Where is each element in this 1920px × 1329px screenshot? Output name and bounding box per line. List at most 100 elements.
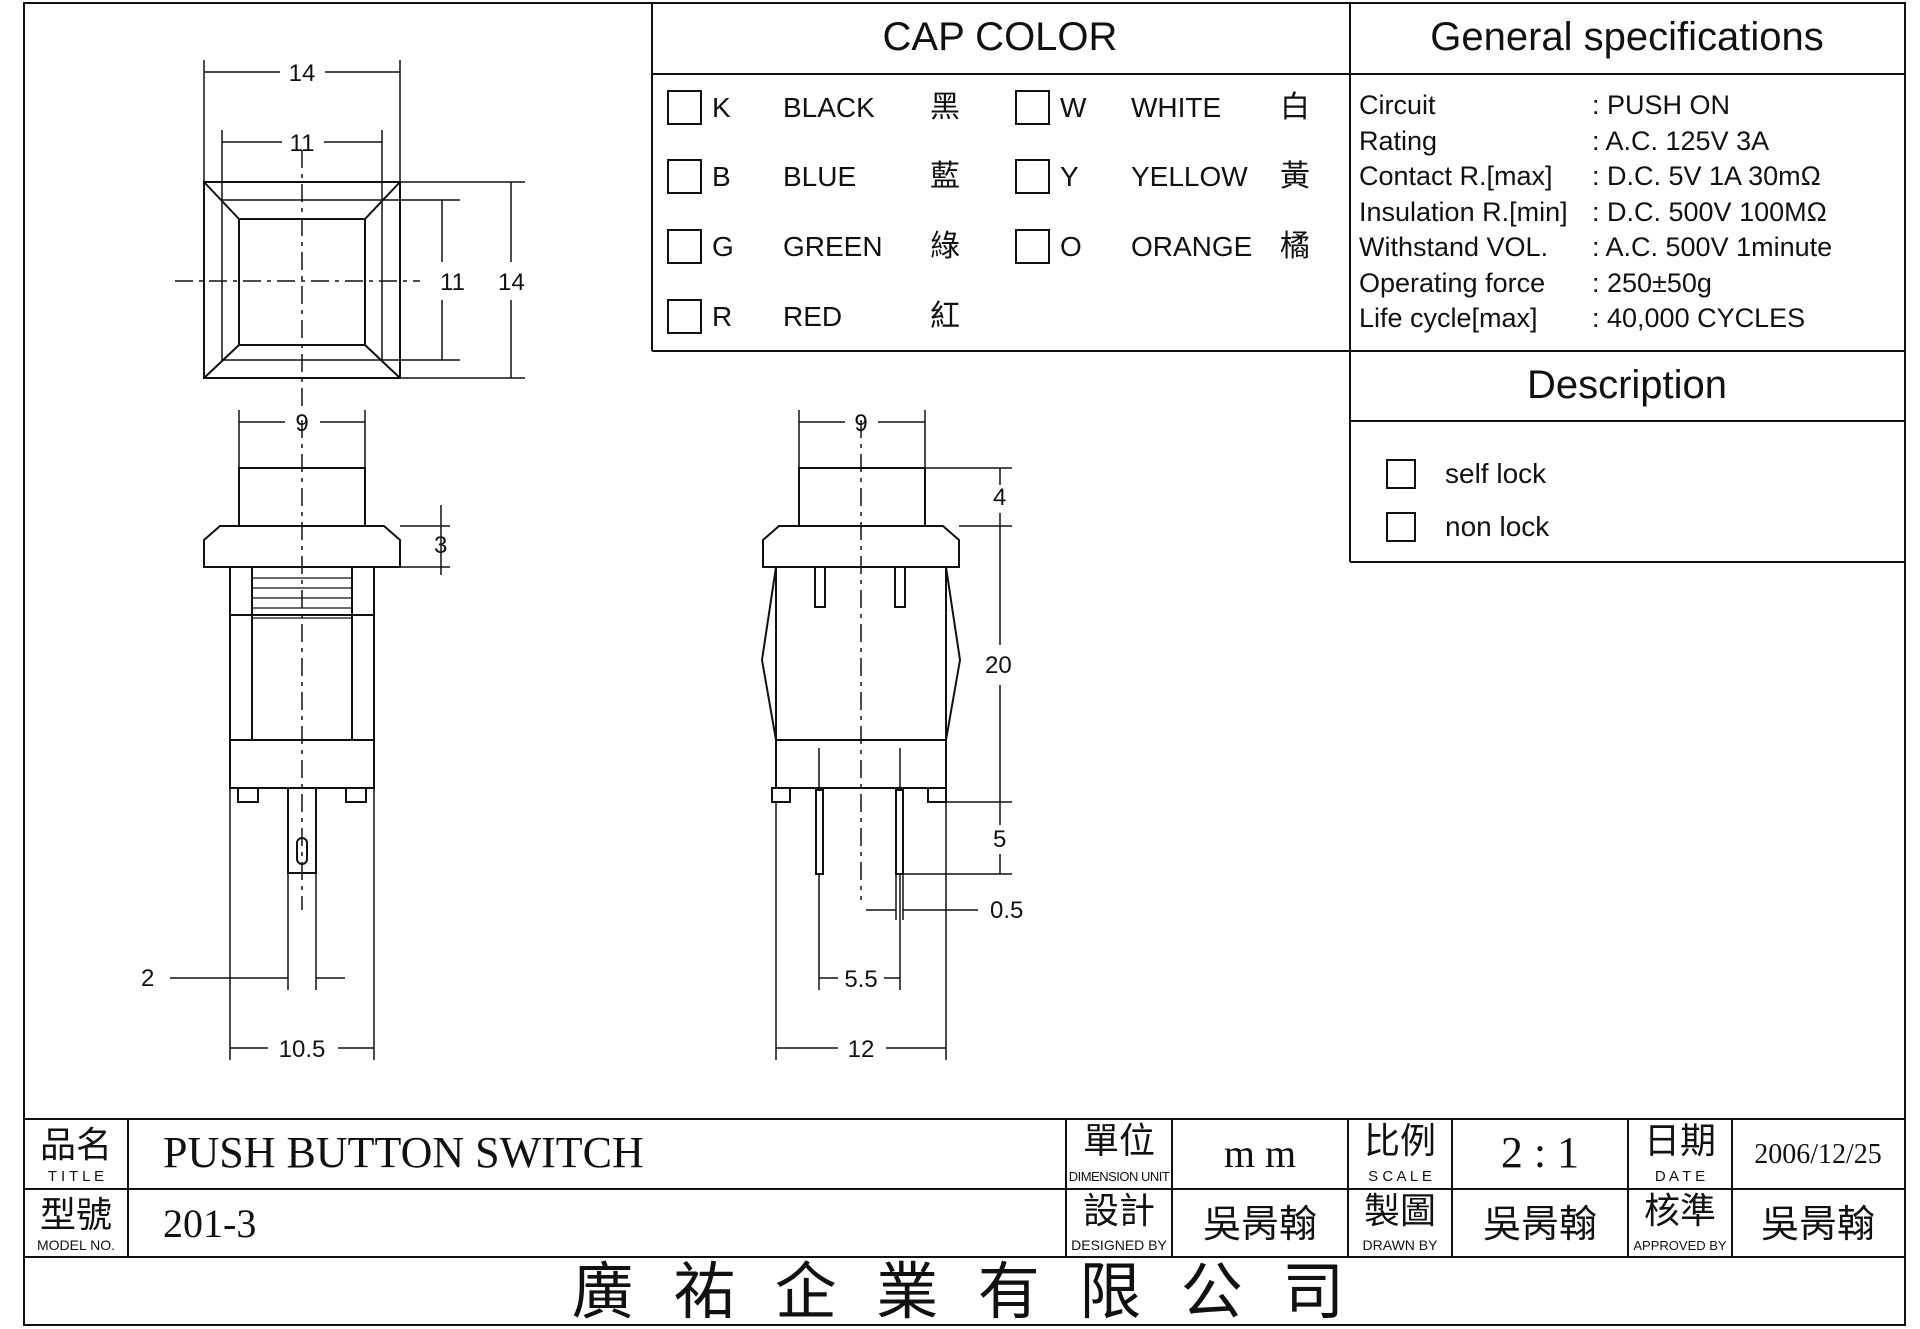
dim-front-flange: 3	[434, 532, 447, 559]
checkbox-self-lock[interactable]	[1386, 459, 1416, 489]
option-self-lock: self lock	[1445, 458, 1547, 489]
scale-value: 2 : 1	[1501, 1128, 1579, 1177]
description-table: Description self lock non lock	[1350, 363, 1905, 563]
top-view: 14 11 11 14	[175, 60, 525, 412]
side-foot-left	[771, 787, 791, 803]
side-cap	[798, 467, 926, 527]
front-foot-left	[237, 787, 259, 803]
dim-front-cap-width: 9	[295, 410, 308, 437]
spec-label: Operating force	[1359, 268, 1545, 298]
cap-code: W	[1060, 92, 1087, 123]
scale-label-en: S C A L E	[1368, 1168, 1432, 1185]
unit-label-en: DIMENSION UNIT	[1069, 1169, 1170, 1184]
title-label-en: T I T L E	[48, 1168, 104, 1185]
drawn-label-cn: 製圖	[1364, 1191, 1436, 1231]
designed-label-en: DESIGNED BY	[1071, 1237, 1167, 1253]
approved-label-cn: 核準	[1644, 1191, 1716, 1231]
dim-side-cap-height: 4	[993, 484, 1006, 511]
spec-value: : 250±50g	[1592, 268, 1712, 298]
checkbox-cap-orange[interactable]	[1015, 229, 1050, 264]
spec-label: Rating	[1359, 126, 1437, 156]
spec-label: Contact R.[max]	[1359, 161, 1553, 191]
cap-name-cn: 黑	[930, 91, 960, 124]
checkbox-cap-blue[interactable]	[667, 159, 702, 194]
drawn-label-en: DRAWN BY	[1363, 1237, 1439, 1253]
spec-value: : 40,000 CYCLES	[1592, 303, 1805, 333]
side-terminal-right	[895, 789, 904, 875]
side-spring-left	[760, 566, 777, 741]
dim-side-terminal-thickness: 0.5	[990, 897, 1023, 924]
title-value: PUSH BUTTON SWITCH	[163, 1128, 644, 1177]
side-flange	[762, 525, 960, 568]
dim-top-inner-height: 11	[440, 269, 465, 296]
option-non-lock: non lock	[1445, 511, 1550, 542]
sheet-border	[23, 2, 1906, 1326]
checkbox-cap-red[interactable]	[667, 299, 702, 334]
specs-title: General specifications	[1430, 15, 1824, 59]
cap-code: R	[712, 301, 732, 332]
dim-side-terminal-height: 5	[993, 826, 1006, 853]
side-terminal-left	[815, 789, 824, 875]
designed-value: 吳昺翰	[1203, 1204, 1317, 1246]
cap-name: RED	[783, 301, 842, 332]
side-post-right	[894, 566, 906, 608]
front-view: 9 3 2 10.5	[141, 410, 450, 1063]
title-label-cn: 品名	[40, 1125, 112, 1165]
cap-name-cn: 藍	[930, 160, 960, 193]
dim-side-body-width: 12	[848, 1036, 875, 1063]
cap-name-cn: 橘	[1280, 230, 1310, 263]
side-view: 9 4 20 5 0.5 5.5 12	[760, 410, 1023, 1063]
model-label-en: MODEL NO.	[37, 1237, 115, 1253]
date-label-cn: 日期	[1644, 1121, 1716, 1161]
title-block: 品名 T I T L E PUSH BUTTON SWITCH 單位 DIMEN…	[24, 1118, 1905, 1327]
checkbox-cap-yellow[interactable]	[1015, 159, 1050, 194]
approved-label-en: APPROVED BY	[1633, 1238, 1727, 1253]
scale-label-cn: 比例	[1364, 1121, 1436, 1161]
checkbox-cap-black[interactable]	[667, 90, 702, 125]
date-label-en: D A T E	[1655, 1168, 1705, 1185]
cap-name: BLACK	[783, 92, 875, 123]
spec-label: Life cycle[max]	[1359, 303, 1538, 333]
spec-value: : A.C. 500V 1minute	[1592, 232, 1832, 262]
spec-value: : A.C. 125V 3A	[1592, 126, 1769, 156]
cap-color-table: CAP COLOR K BLACK 黑 B BLUE 藍 G GREEN 綠 R…	[651, 3, 1351, 562]
drawn-value: 吳昺翰	[1483, 1204, 1597, 1246]
spec-value: : D.C. 500V 100MΩ	[1592, 197, 1827, 227]
date-value: 2006/12/25	[1754, 1139, 1882, 1170]
unit-label-cn: 單位	[1083, 1121, 1155, 1161]
cap-code: Y	[1060, 161, 1079, 192]
spec-value: : D.C. 5V 1A 30mΩ	[1592, 161, 1821, 191]
dim-top-outer-width: 14	[289, 60, 316, 87]
cap-color-title: CAP COLOR	[883, 15, 1118, 59]
spec-label: Insulation R.[min]	[1359, 197, 1568, 227]
side-post-left	[814, 566, 826, 608]
cap-name-cn: 綠	[930, 230, 960, 263]
dim-side-body-height: 20	[985, 652, 1012, 679]
cap-name: WHITE	[1131, 92, 1221, 123]
spec-value: : PUSH ON	[1592, 90, 1730, 120]
designed-label-cn: 設計	[1083, 1191, 1155, 1231]
dim-top-outer-height: 14	[498, 269, 525, 296]
dim-top-inner-width: 11	[290, 130, 315, 157]
model-value: 201-3	[163, 1201, 256, 1246]
cap-name-cn: 黃	[1280, 160, 1310, 193]
cap-name: BLUE	[783, 161, 856, 192]
checkbox-cap-white[interactable]	[1015, 90, 1050, 125]
cap-name: GREEN	[783, 231, 883, 262]
checkbox-non-lock[interactable]	[1386, 512, 1416, 542]
approved-value: 吳昺翰	[1761, 1204, 1875, 1246]
cap-name: ORANGE	[1131, 231, 1252, 262]
side-foot-right	[927, 787, 947, 803]
cap-name-cn: 紅	[930, 300, 960, 333]
cap-code: K	[712, 92, 731, 123]
dim-front-body-width: 10.5	[279, 1036, 326, 1063]
dim-side-terminal-pitch: 5.5	[844, 966, 877, 993]
cap-code: O	[1060, 231, 1082, 262]
checkbox-cap-green[interactable]	[667, 229, 702, 264]
spec-label: Circuit	[1359, 90, 1436, 120]
cap-code: B	[712, 161, 731, 192]
cap-code: G	[712, 231, 734, 262]
side-spring-right	[945, 566, 962, 741]
general-specifications-table: General specifications Circuit : PUSH ON…	[1350, 15, 1905, 352]
